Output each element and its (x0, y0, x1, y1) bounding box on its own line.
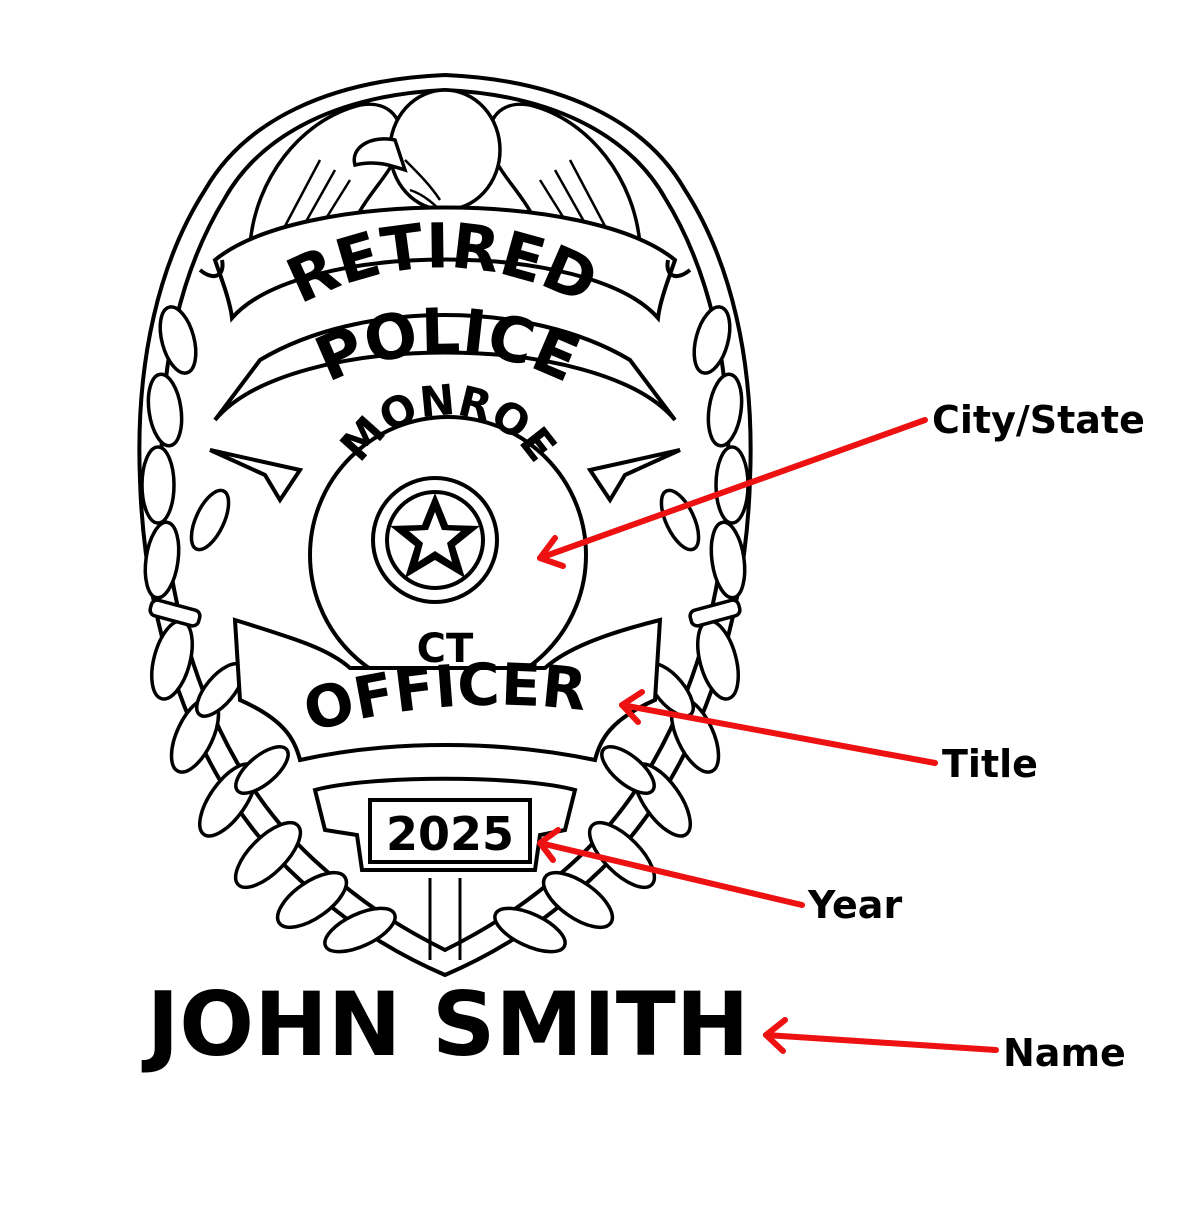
badge-state: CT (417, 626, 474, 672)
star-center (409, 512, 461, 562)
wreath-ties (148, 598, 742, 628)
arrow-city-state (537, 417, 928, 561)
arrow-year (537, 840, 805, 908)
label-title: Title (942, 742, 1038, 786)
arrow-title (619, 702, 938, 766)
wreath-right (493, 305, 750, 954)
label-city-state: City/State (932, 398, 1145, 442)
label-name: Name (1003, 1031, 1126, 1075)
arrow-name (763, 1032, 999, 1053)
wreath-left (140, 305, 397, 954)
badge-year: 2025 (386, 807, 514, 861)
year-plate (312, 776, 578, 960)
ribbon-title (232, 617, 663, 763)
label-year: Year (807, 883, 902, 927)
band-police (209, 313, 681, 504)
callout-arrows (537, 417, 999, 1054)
officer-name: JOHN SMITH (142, 973, 750, 1076)
badge-shield (137, 72, 753, 978)
ribbon-top (198, 205, 692, 323)
